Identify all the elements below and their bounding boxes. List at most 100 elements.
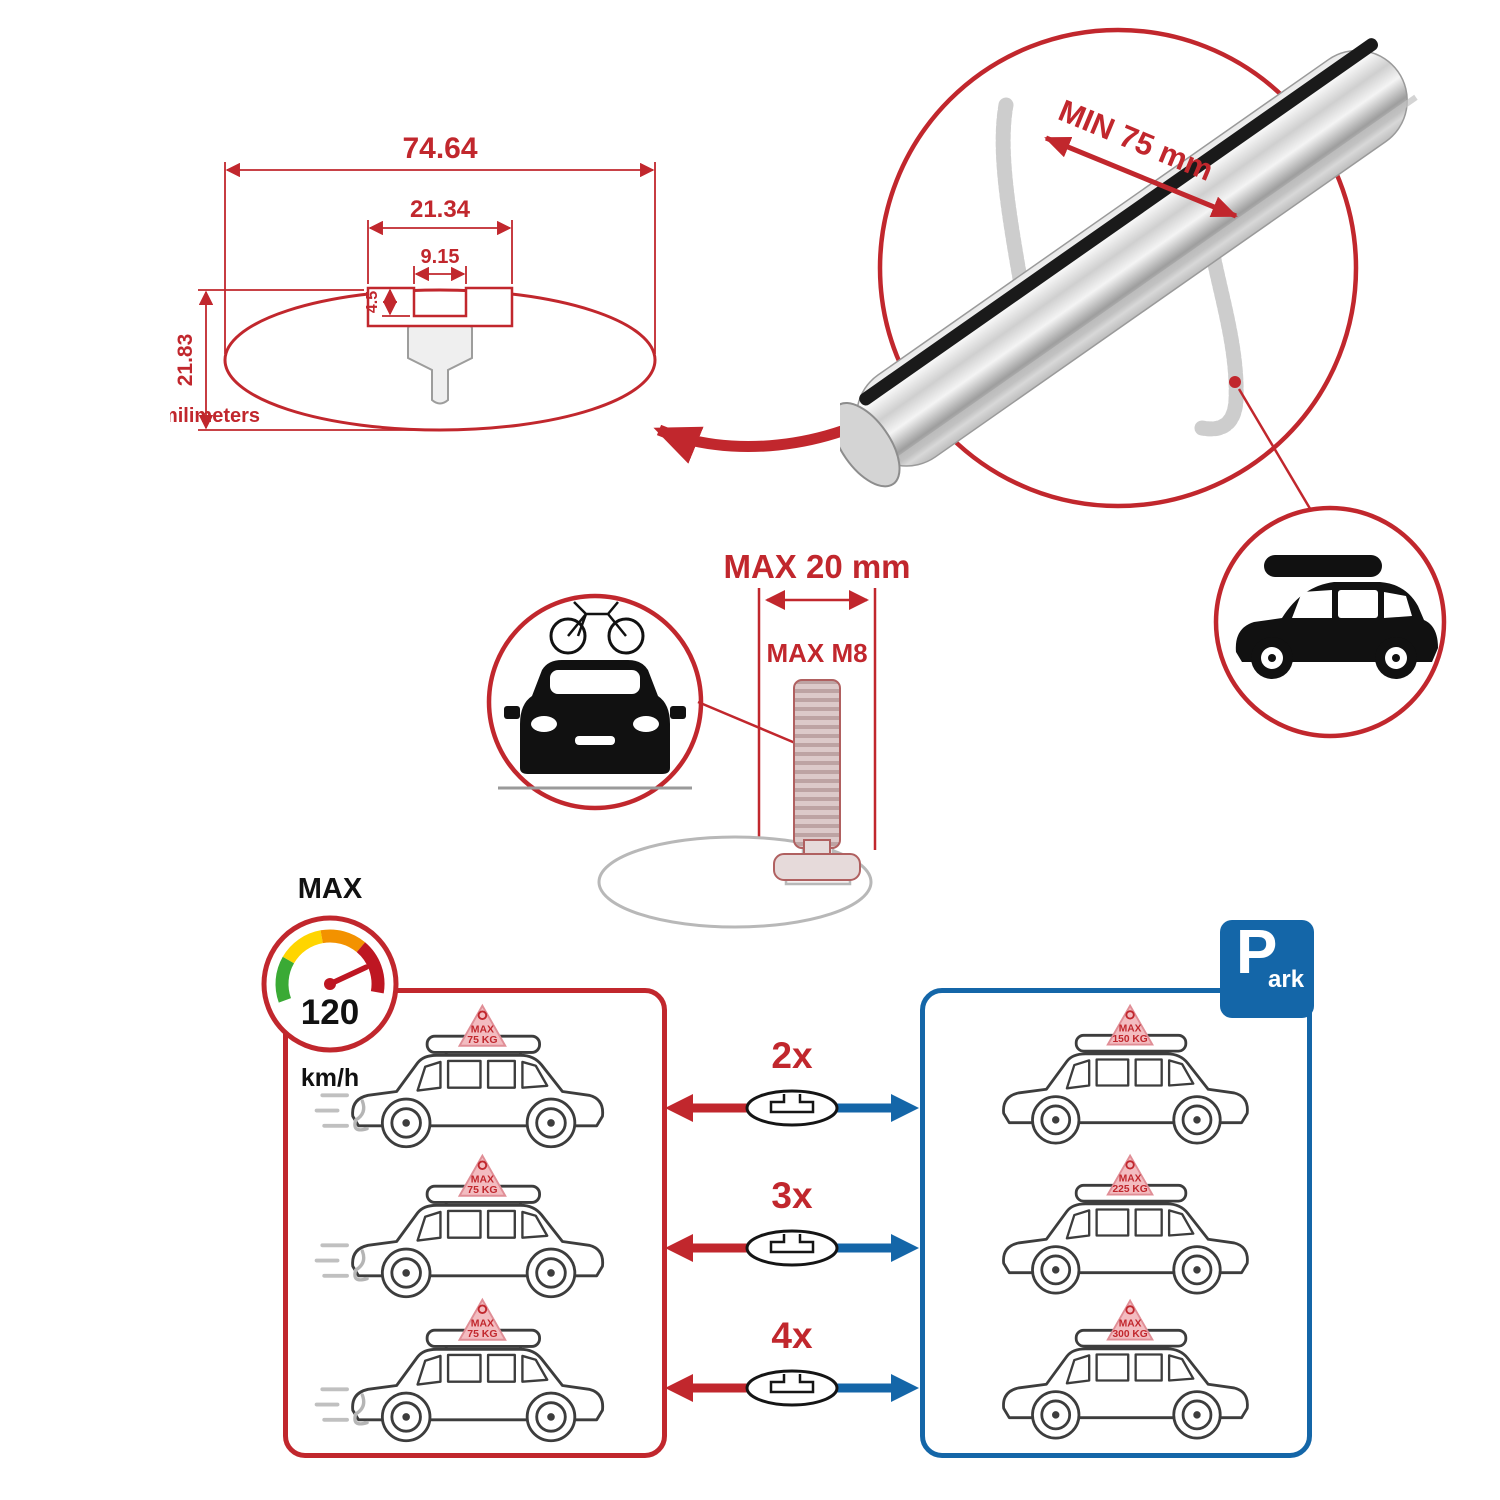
grille <box>575 736 615 745</box>
car-illustration <box>351 1184 605 1299</box>
cross-section-drawing: 74.64 21.34 9.15 4.5 21.83 milimeters <box>170 132 657 432</box>
quantity-row-3x: 3x <box>665 1175 919 1267</box>
parking-zone <box>920 988 1312 1458</box>
parked-car-1: MAX 150 KG <box>1002 1003 1249 1145</box>
load-badge: MAX 75 KG <box>457 1297 507 1341</box>
driving-car-1: MAX 75 KG <box>314 1003 605 1149</box>
arrow-head-left-icon <box>665 1374 693 1402</box>
arrow-head-left-icon <box>665 1234 693 1262</box>
headlight-left <box>531 716 557 732</box>
badge-max-label: MAX <box>471 1174 494 1185</box>
speed-units: km/h <box>301 1064 359 1092</box>
parking-ark: ark <box>1268 966 1305 993</box>
car-illustration <box>351 1034 605 1149</box>
max-width-label: MAX 20 mm <box>723 548 910 585</box>
gauge-needle <box>327 964 370 987</box>
gauge-arc-orange <box>320 929 366 953</box>
speedometer: MAX 120 km/h <box>261 873 399 1092</box>
badge-max-label: MAX <box>1119 1024 1142 1035</box>
bolt-thread <box>793 679 841 849</box>
gauge-hub <box>324 978 336 990</box>
extension-lines <box>198 162 656 431</box>
car-illustration <box>1002 1328 1249 1440</box>
t-slot-icon <box>769 1374 815 1394</box>
rubber-strip <box>859 38 1379 406</box>
speed-value: 120 <box>301 993 359 1032</box>
bar-inset: MIN 75 mm <box>840 27 1447 739</box>
dim-slot-inner-label: 9.15 <box>421 246 460 268</box>
quantity-label: 3x <box>771 1175 813 1216</box>
badge-max-label: MAX <box>471 1318 494 1329</box>
load-badge: MAX 75 KG <box>457 1153 507 1197</box>
bolt-callout-line <box>697 700 801 747</box>
arrow-head-right-icon <box>891 1374 919 1402</box>
badge-max-label: MAX <box>471 1024 494 1035</box>
parking-sign: P ark <box>1220 920 1314 1018</box>
t-slot-cavity <box>407 315 473 405</box>
driving-car-3: MAX 75 KG <box>314 1297 605 1443</box>
load-badge: MAX 225 KG <box>1106 1153 1154 1196</box>
parking-p: P <box>1236 918 1278 987</box>
headlight-right <box>633 716 659 732</box>
motion-lines <box>314 1093 349 1128</box>
dim-slot-outer-label: 21.34 <box>410 196 471 223</box>
arrow-head-right-icon <box>891 1094 919 1122</box>
units-label: milimeters <box>170 405 260 427</box>
arrow-head-left-icon <box>665 1094 693 1122</box>
t-bolt <box>773 679 861 881</box>
badge-weight-label: 75 KG <box>467 1035 497 1046</box>
profile-ellipse <box>223 288 657 432</box>
motion-lines <box>314 1387 349 1422</box>
load-badge: MAX 150 KG <box>1106 1003 1154 1046</box>
bolt-head <box>773 853 861 881</box>
car-illustration <box>1002 1183 1249 1295</box>
speed-max-label: MAX <box>298 873 363 905</box>
dim-lip-depth-label: 4.5 <box>364 291 381 313</box>
strap-leg-left <box>995 97 1030 298</box>
badge-weight-label: 75 KG <box>467 1185 497 1196</box>
badge-weight-label: 225 KG <box>1112 1184 1147 1195</box>
quantity-label: 4x <box>771 1315 813 1356</box>
min-span-arrow <box>1044 135 1238 219</box>
motion-lines <box>314 1243 349 1278</box>
bar-end-cap <box>840 402 901 488</box>
callout-line <box>1237 388 1314 513</box>
load-badge: MAX 300 KG <box>1106 1298 1154 1341</box>
arrow-head-right-icon <box>891 1234 919 1262</box>
max-thread-label: MAX M8 <box>766 638 867 668</box>
badge-weight-label: 300 KG <box>1112 1329 1147 1340</box>
car-illustration <box>1002 1033 1249 1145</box>
quantity-row-4x: 4x <box>665 1315 919 1407</box>
exhaust-swirl <box>353 1393 369 1426</box>
callout-dot <box>1229 376 1241 388</box>
gauge-arc-red <box>356 942 385 994</box>
dim-total-height-label: 21.83 <box>174 334 197 387</box>
exhaust-swirl <box>353 1099 369 1132</box>
t-slot-icon <box>769 1094 815 1114</box>
driving-car-2: MAX 75 KG <box>314 1153 605 1299</box>
badge-max-label: MAX <box>1119 1174 1142 1185</box>
quantity-row-2x: 2x <box>665 1035 919 1127</box>
quantity-label: 2x <box>771 1035 813 1076</box>
dim-total-width-label: 74.64 <box>402 132 477 165</box>
parked-car-2: MAX 225 KG <box>1002 1153 1249 1295</box>
car-front-illustration <box>498 660 692 790</box>
gauge-arc-yellow <box>282 930 324 964</box>
bolt-section: MAX 20 mm MAX M8 <box>597 548 911 929</box>
suv-roofbox-illustration <box>1235 555 1438 679</box>
roof-box <box>1264 555 1382 577</box>
t-slot-icon <box>769 1234 815 1254</box>
driving-zone <box>283 988 667 1458</box>
aluminum-bar <box>840 38 1418 488</box>
parked-car-3: MAX 300 KG <box>1002 1298 1249 1440</box>
car-illustration <box>351 1328 605 1443</box>
load-badge: MAX 75 KG <box>457 1003 507 1047</box>
badge-weight-label: 75 KG <box>467 1329 497 1340</box>
bike-car-circle <box>486 593 704 811</box>
windshield <box>550 670 640 694</box>
bolt-extension-lines <box>757 588 877 850</box>
badge-max-label: MAX <box>1119 1319 1142 1330</box>
exhaust-swirl <box>353 1249 369 1282</box>
bicycle-icon <box>549 601 645 655</box>
